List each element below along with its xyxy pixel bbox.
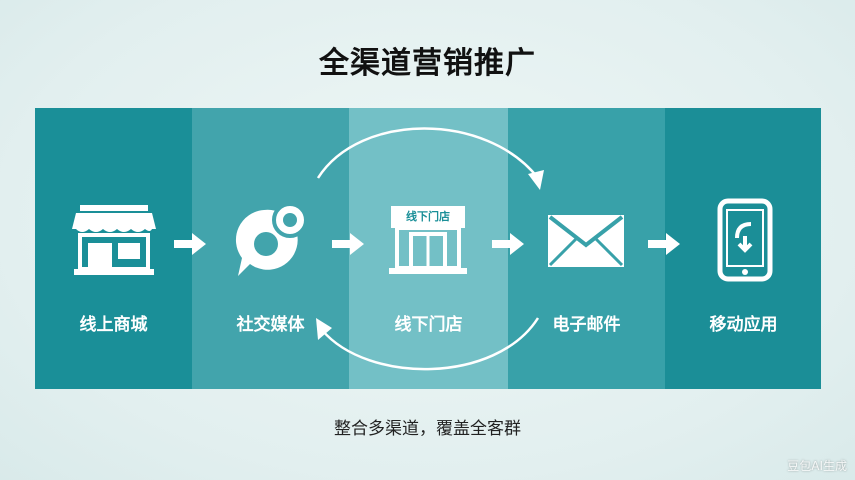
arrow-right-icon <box>648 233 680 255</box>
watermark: 豆包AI生成 <box>787 459 847 473</box>
channel-label-offline-store: 线下门店 <box>394 315 463 335</box>
storefront-icon <box>72 205 156 275</box>
channel-label-email: 电子邮件 <box>552 315 621 335</box>
diagram-subtitle: 整合多渠道，覆盖全客群 <box>334 419 521 439</box>
store-icon: 线下门店 <box>387 204 469 276</box>
channel-label-online-mall: 线上商城 <box>79 315 148 335</box>
chat-bubble-icon <box>235 202 308 276</box>
arrow-right-icon <box>492 233 524 255</box>
envelope-icon <box>548 215 624 267</box>
panel-online-mall <box>35 108 192 389</box>
smartphone-icon <box>717 198 773 282</box>
arrow-right-icon <box>332 233 364 255</box>
channel-label-social-media: 社交媒体 <box>236 315 305 335</box>
channel-label-mobile-app: 移动应用 <box>709 315 778 335</box>
store-sign-text: 线下门店 <box>406 210 450 223</box>
diagram-title: 全渠道营销推广 <box>319 46 536 81</box>
arrow-right-icon <box>174 233 206 255</box>
